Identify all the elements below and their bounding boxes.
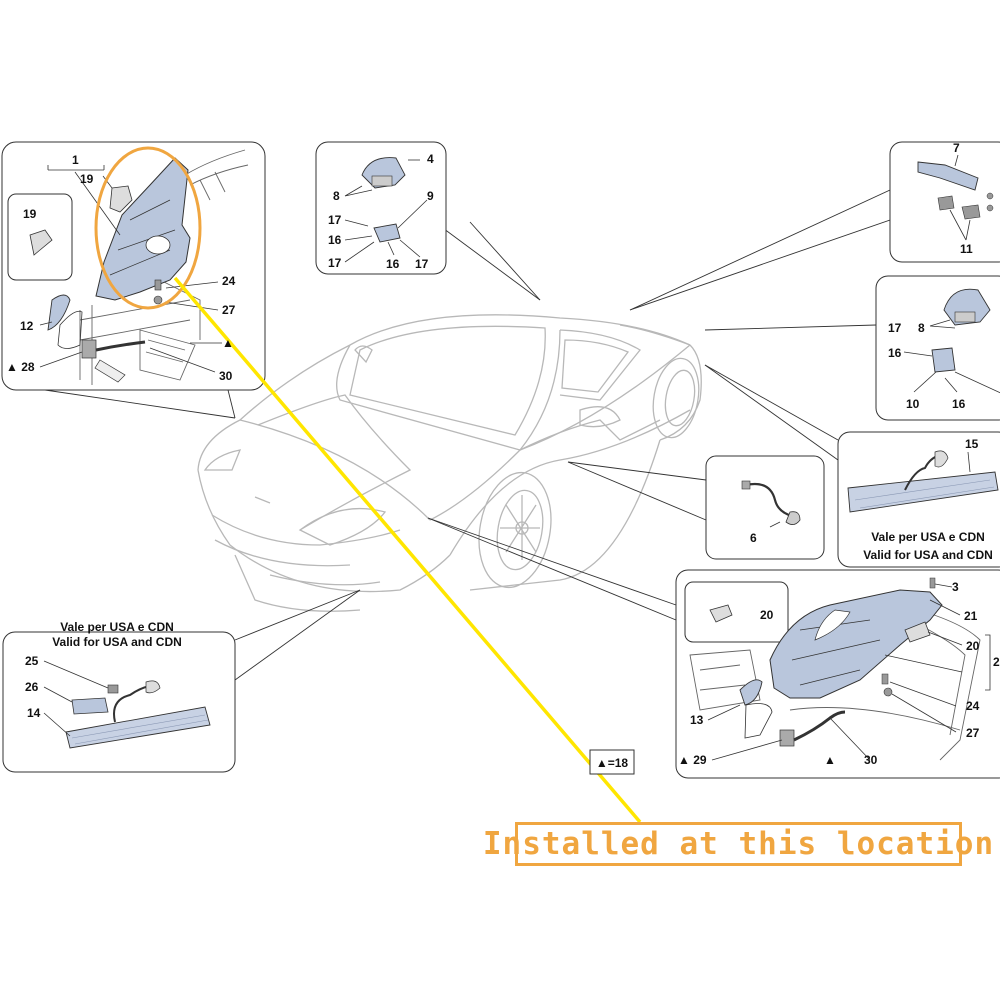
highlight-circle	[94, 146, 202, 310]
note-it-left: Vale per USA e CDN	[60, 620, 174, 634]
label-8-r: 8	[918, 321, 925, 335]
label-14: 14	[27, 706, 41, 720]
label-15: 15	[965, 437, 979, 451]
fog-right-panel	[903, 288, 1000, 394]
label-1: 1	[72, 153, 79, 167]
label-13: 13	[690, 713, 704, 727]
top-right-panel	[917, 154, 994, 241]
label-4: 4	[427, 152, 434, 166]
label-16-b: 16	[386, 257, 400, 271]
headlight-left-panel	[29, 149, 249, 385]
label-3: 3	[952, 580, 959, 594]
label-17-c: 17	[415, 257, 429, 271]
label-20: 20	[966, 639, 980, 653]
headlight-right-panel	[689, 577, 991, 761]
label-19: 19	[80, 172, 94, 186]
label-12: 12	[20, 319, 34, 333]
label-11: 11	[960, 242, 973, 256]
side-marker-left-panel	[43, 660, 211, 749]
label-9: 9	[427, 189, 434, 203]
note-en-right: Valid for USA and CDN	[863, 548, 993, 562]
label-24: 24	[222, 274, 236, 288]
label-29: ▲ 29	[678, 753, 707, 767]
label-17-r: 17	[888, 321, 902, 335]
label-triangle-right: ▲	[824, 753, 836, 767]
leader-lines	[44, 189, 891, 681]
label-20-inset: 20	[760, 608, 774, 622]
label-24-r: 24	[966, 699, 980, 713]
panel-frames	[1, 141, 1000, 779]
label-30-r: 30	[864, 753, 878, 767]
car-outline	[197, 314, 702, 612]
callout-box: Installed at this location	[483, 822, 993, 866]
label-triangle-left: ▲	[222, 336, 234, 350]
headlight-left-part	[95, 157, 191, 301]
label-27-r: 27	[966, 726, 980, 740]
label-25: 25	[25, 654, 39, 668]
label-17-a: 17	[328, 213, 342, 227]
callout-text: Installed at this location	[482, 826, 995, 862]
harness-panel	[741, 480, 801, 528]
headlight-right-part	[769, 589, 943, 699]
label-16-r-b: 16	[952, 397, 966, 411]
inset-frames	[7, 193, 789, 643]
label-7: 7	[953, 141, 960, 155]
label-6: 6	[750, 531, 757, 545]
label-30: 30	[219, 369, 233, 383]
label-17-b: 17	[328, 256, 342, 270]
fog-front-panel	[344, 157, 428, 263]
legend-text: ▲=18	[596, 756, 629, 770]
label-16-r-a: 16	[888, 346, 902, 360]
label-19-inset: 19	[23, 207, 37, 221]
label-28: ▲ 28	[6, 360, 35, 374]
side-marker-right-panel	[847, 450, 999, 513]
pointer-line	[173, 276, 642, 824]
label-8: 8	[333, 189, 340, 203]
label-2: 2	[993, 655, 1000, 669]
legend-box	[589, 749, 635, 775]
note-en-left: Valid for USA and CDN	[52, 635, 182, 649]
label-27: 27	[222, 303, 236, 317]
note-it-right: Vale per USA e CDN	[871, 530, 985, 544]
label-16-a: 16	[328, 233, 342, 247]
label-26: 26	[25, 680, 39, 694]
label-10: 10	[906, 397, 920, 411]
label-21: 21	[964, 609, 978, 623]
